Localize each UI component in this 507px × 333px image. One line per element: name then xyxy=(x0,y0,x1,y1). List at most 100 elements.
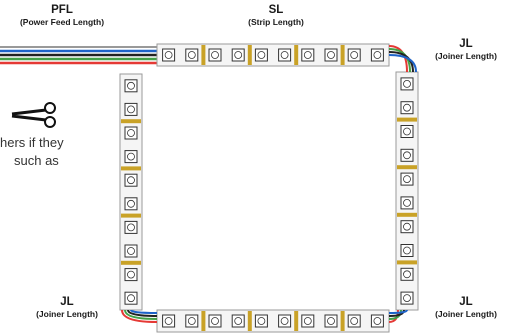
led-chip xyxy=(301,48,315,62)
led-chip xyxy=(400,172,414,186)
led-lens xyxy=(127,81,135,90)
led-lens xyxy=(327,51,335,59)
led-chip xyxy=(124,79,138,93)
led-lens xyxy=(403,270,411,279)
led-lens xyxy=(211,317,219,325)
led-chip xyxy=(400,267,414,281)
led-chip xyxy=(400,148,414,162)
jl-bottom-right-abbr: JL xyxy=(459,296,473,308)
led-lens xyxy=(403,80,411,88)
led-chip xyxy=(400,220,414,234)
led-chip xyxy=(324,48,338,62)
jl-bottom-left-abbr: JL xyxy=(60,296,74,308)
led-chip xyxy=(124,173,138,187)
sl-abbr: SL xyxy=(268,4,284,16)
led-lens xyxy=(303,317,312,325)
sl-full: (Strip Length) xyxy=(248,17,304,27)
led-chip xyxy=(185,314,199,328)
led-chip xyxy=(400,125,414,138)
solder-pad xyxy=(121,213,141,218)
led-lens xyxy=(164,317,173,325)
led-lens xyxy=(234,317,243,325)
led-lens xyxy=(127,223,135,232)
solder-pad xyxy=(397,165,417,170)
led-chip xyxy=(124,244,138,258)
led-lens xyxy=(127,199,135,208)
led-chip xyxy=(124,220,138,234)
led-chip xyxy=(162,48,176,62)
led-chip xyxy=(124,197,138,211)
led-chip xyxy=(124,291,138,305)
led-chip xyxy=(208,48,222,62)
solder-pad xyxy=(121,166,141,171)
scissors-icon xyxy=(11,102,56,128)
led-chip xyxy=(185,48,199,62)
led-chip xyxy=(400,291,414,305)
led-chip xyxy=(254,314,268,328)
solder-pad xyxy=(294,45,299,65)
led-lens xyxy=(187,51,196,59)
led-lens xyxy=(127,294,135,303)
pfl-label: PFL (Power Feed Length) xyxy=(6,4,118,27)
led-lens xyxy=(211,51,219,59)
solder-pad xyxy=(247,45,252,65)
led-chip xyxy=(400,77,414,91)
solder-pad xyxy=(201,311,206,331)
led-lens xyxy=(403,175,411,184)
jl-bottom-right-full: (Joiner Length) xyxy=(435,309,497,319)
led-lens xyxy=(280,51,289,59)
led-lens xyxy=(403,198,411,207)
jl-bottom-left-label: JL (Joiner Length) xyxy=(22,296,112,319)
led-chip xyxy=(370,314,384,328)
jl-top-right-full: (Joiner Length) xyxy=(435,51,497,61)
led-lens xyxy=(127,105,135,114)
led-lens xyxy=(234,51,243,59)
led-lens xyxy=(127,152,135,161)
power-feed-wires xyxy=(0,46,157,65)
strip-left xyxy=(119,73,143,311)
solder-pad xyxy=(340,45,345,65)
joiner-bottom-right xyxy=(388,309,408,323)
jl-bottom-left-full: (Joiner Length) xyxy=(36,309,98,319)
joiner-top-right xyxy=(388,45,417,73)
led-chip xyxy=(124,268,138,282)
instruction-note: hers if they such as xyxy=(0,134,64,170)
led-lens xyxy=(257,317,266,325)
led-lens xyxy=(303,51,312,59)
strip-top xyxy=(156,43,390,67)
pfl-abbr: PFL xyxy=(51,4,73,16)
led-chip xyxy=(347,314,361,328)
joiner-bottom-left xyxy=(121,309,158,323)
led-chip xyxy=(162,314,176,328)
led-lens xyxy=(373,317,382,325)
sl-label: SL (Strip Length) xyxy=(226,4,326,27)
led-lens xyxy=(127,270,135,279)
led-chip xyxy=(400,196,414,210)
led-lens xyxy=(164,51,173,59)
led-chip xyxy=(124,126,138,140)
led-lens xyxy=(403,222,411,231)
led-lens xyxy=(350,317,359,325)
led-lens xyxy=(403,103,411,112)
led-chip xyxy=(231,48,245,62)
led-chip xyxy=(208,314,222,328)
led-lens xyxy=(403,151,411,160)
solder-pad xyxy=(247,311,252,331)
jl-top-right-label: JL (Joiner Length) xyxy=(425,38,507,61)
led-chip xyxy=(278,314,292,328)
led-lens xyxy=(187,317,196,325)
jl-bottom-right-label: JL (Joiner Length) xyxy=(425,296,507,319)
led-lens xyxy=(257,51,266,59)
led-chip xyxy=(254,48,268,62)
led-lens xyxy=(403,294,411,303)
solder-pad xyxy=(397,117,417,122)
solder-pad xyxy=(201,45,206,65)
strip-right xyxy=(395,71,419,311)
led-lens xyxy=(127,129,135,137)
led-lens xyxy=(127,247,135,255)
jl-top-right-abbr: JL xyxy=(459,38,473,50)
led-lens xyxy=(350,51,359,59)
note-line-1: hers if they xyxy=(0,135,64,150)
led-lens xyxy=(403,127,411,136)
